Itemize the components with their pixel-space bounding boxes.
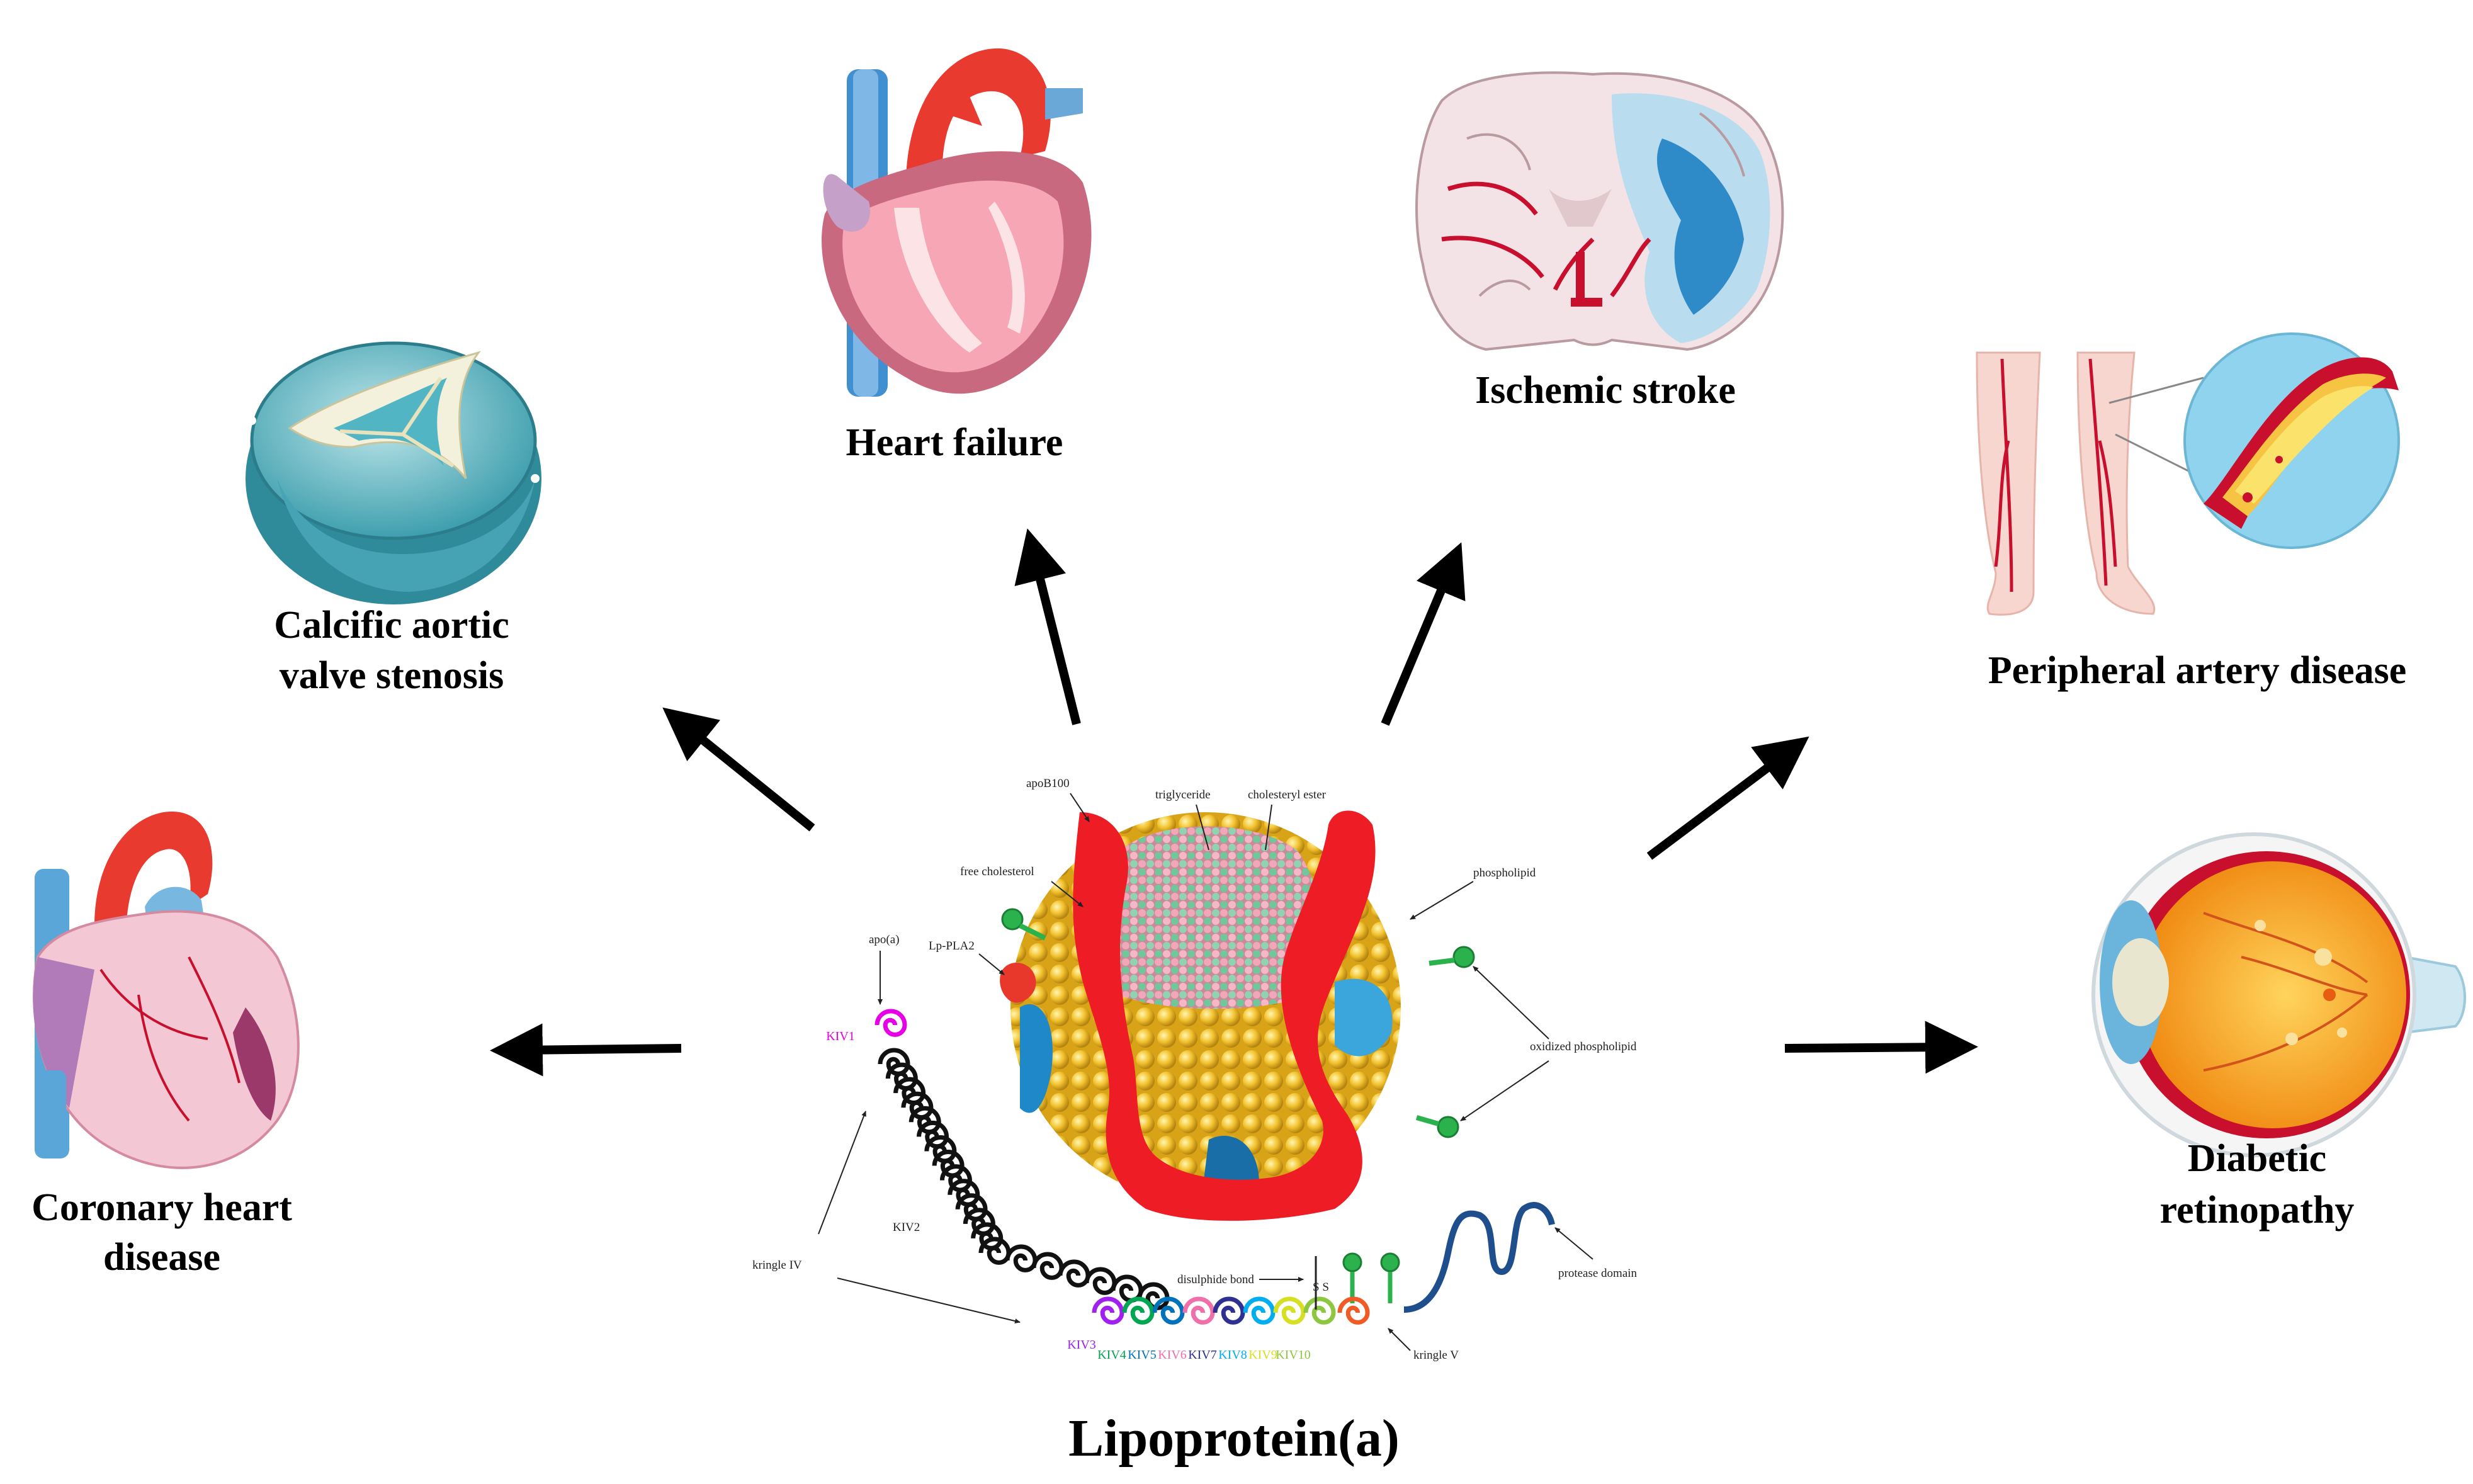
kiv7-coil bbox=[1213, 1296, 1245, 1325]
kiv2-coil-18 bbox=[1084, 1267, 1117, 1295]
kiv2-coil-9 bbox=[939, 1164, 972, 1192]
kiv2-coil-7 bbox=[924, 1135, 957, 1164]
disulphide-bond-label: disulphide bond bbox=[1177, 1273, 1254, 1286]
kiv2-coil-1 bbox=[878, 1048, 910, 1076]
pad-label: Peripheral artery disease bbox=[1988, 649, 2407, 692]
kiv2-coil-3 bbox=[893, 1077, 926, 1105]
legs-artery-icon bbox=[1976, 332, 2400, 616]
kiv2-coil-10 bbox=[948, 1179, 980, 1207]
lipoprotein-particle-icon bbox=[1000, 810, 1475, 1303]
cholesteryl-ester-label: cholesteryl ester bbox=[1248, 788, 1327, 801]
arrow-to-chd bbox=[490, 1023, 682, 1077]
arrows bbox=[490, 528, 1978, 1077]
kiv2-coil-20 bbox=[1137, 1282, 1170, 1310]
brain-stroke-icon bbox=[1415, 71, 1784, 351]
aortic-valve-icon bbox=[246, 341, 541, 604]
kiv2-coil-11 bbox=[955, 1193, 988, 1221]
cavs-label-line2: valve stenosis bbox=[280, 654, 504, 697]
kiv3-coil bbox=[1092, 1296, 1124, 1325]
apob100-ribbon bbox=[1073, 810, 1376, 1221]
chd-label-line1: Coronary heart bbox=[31, 1186, 292, 1229]
arrow-to-dr bbox=[1784, 1021, 1978, 1074]
kringle-label-9: KIV9 bbox=[1248, 1348, 1277, 1362]
kringle-label-10: KIV10 bbox=[1276, 1348, 1311, 1362]
arrow-to-ischemic-stroke bbox=[1381, 542, 1466, 726]
kringle-v-coil bbox=[1337, 1296, 1370, 1325]
dr-label-line2: retinopathy bbox=[2160, 1189, 2355, 1232]
phospholipid-blue-left bbox=[1020, 1004, 1053, 1113]
kiv2-coil-6 bbox=[917, 1120, 949, 1149]
kiv8-coil bbox=[1243, 1296, 1276, 1325]
oxidized-phospholipid-icons bbox=[1001, 908, 1475, 1303]
oxidized-phospholipid-label: oxidized phospholipid bbox=[1530, 1040, 1637, 1053]
kiv1-coil bbox=[874, 1009, 907, 1037]
apo-a-kringle-chain bbox=[874, 1009, 1370, 1325]
free-cholesterol-label: free cholesterol bbox=[960, 865, 1034, 878]
kiv2-coil-17 bbox=[1058, 1259, 1090, 1288]
kringle-label-5: KIV5 bbox=[1128, 1348, 1157, 1362]
kiv5-coil bbox=[1152, 1296, 1185, 1325]
lp-pla2-label: Lp-PLA2 bbox=[929, 939, 975, 953]
dr-label-line1: Diabetic bbox=[2188, 1137, 2326, 1180]
chd-label-line2: disease bbox=[103, 1236, 220, 1279]
page-title: Lipoprotein(a) bbox=[1068, 1409, 1400, 1468]
kiv2-coil-12 bbox=[963, 1208, 995, 1236]
core-cutaway bbox=[1104, 826, 1323, 1009]
cavs-label-line1: Calcific aortic bbox=[274, 604, 509, 647]
kiv2-label: KIV2 bbox=[893, 1221, 920, 1234]
phospholipid-blue-right bbox=[1335, 978, 1393, 1056]
kiv2-coil-8 bbox=[932, 1150, 965, 1178]
lp-pla2-icon bbox=[1000, 962, 1036, 1003]
kiv2-coil-4 bbox=[901, 1091, 934, 1120]
kiv1-label: KIV1 bbox=[826, 1029, 855, 1043]
kiv4-coil bbox=[1122, 1296, 1155, 1325]
particle-annotations: apoB100 triglyceride cholesteryl ester f… bbox=[752, 777, 1638, 1362]
kiv2-coil-5 bbox=[908, 1106, 941, 1135]
triglyceride-label: triglyceride bbox=[1155, 788, 1211, 801]
kringle-label-3: KIV3 bbox=[1067, 1338, 1096, 1352]
kiv2-coil-15 bbox=[1005, 1244, 1038, 1272]
heart-anatomy-icon bbox=[822, 48, 1092, 397]
kiv2-coil-13 bbox=[971, 1222, 1004, 1250]
kiv2-coil-16 bbox=[1031, 1252, 1064, 1280]
kringle-label-7: KIV7 bbox=[1188, 1348, 1217, 1362]
kiv2-coil-2 bbox=[885, 1062, 918, 1090]
kiv6-coil bbox=[1182, 1296, 1215, 1325]
kringle-v-label: kringle V bbox=[1413, 1349, 1459, 1362]
eye-retina-icon bbox=[2091, 832, 2466, 1157]
kringle-label-8: KIV8 bbox=[1218, 1348, 1247, 1362]
arrow-to-heart-failure bbox=[1014, 528, 1081, 725]
apo-a-label: apo(a) bbox=[869, 933, 900, 946]
kringle-label-6: KIV6 bbox=[1158, 1348, 1187, 1362]
kiv2-coil-14 bbox=[978, 1237, 1011, 1265]
apob100-label: apoB100 bbox=[1026, 777, 1070, 790]
phospholipid-label: phospholipid bbox=[1473, 866, 1536, 880]
protease-domain-label: protease domain bbox=[1558, 1267, 1638, 1280]
protease-domain-icon bbox=[1403, 1202, 1555, 1313]
coronary-heart-icon bbox=[33, 812, 300, 1169]
ischemic-stroke-label: Ischemic stroke bbox=[1475, 369, 1736, 412]
kringle-label-4: KIV4 bbox=[1097, 1348, 1126, 1362]
kiv9-coil bbox=[1273, 1296, 1306, 1325]
heart-failure-label: Heart failure bbox=[846, 421, 1063, 464]
arrow-to-pad bbox=[1646, 736, 1809, 860]
arrow-to-cavs bbox=[662, 707, 815, 832]
kringle-iv-label: kringle IV bbox=[752, 1259, 802, 1272]
kiv10-coil bbox=[1303, 1296, 1336, 1325]
